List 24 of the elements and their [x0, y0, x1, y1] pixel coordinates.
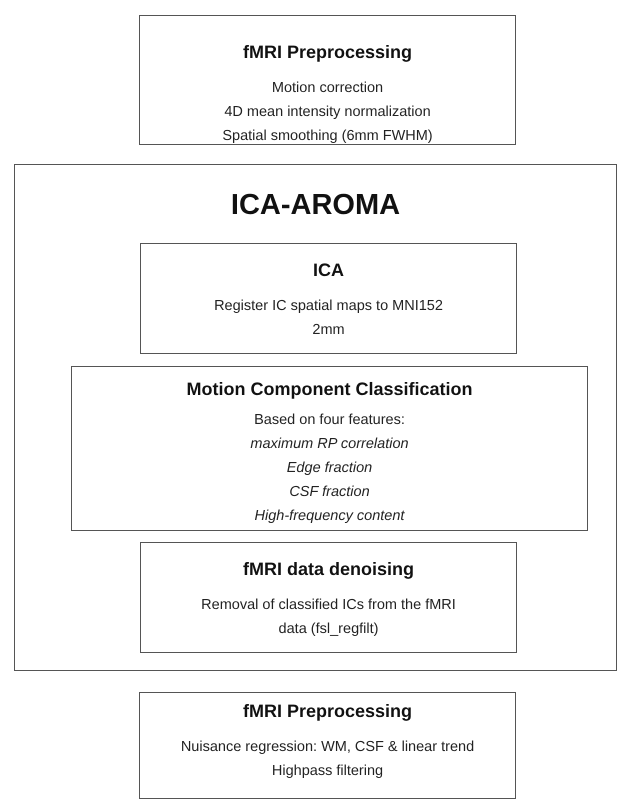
box-heading: fMRI Preprocessing	[242, 701, 414, 722]
box-text: Removal of classified ICs from the fMRI data (fsl_regfilt)	[200, 596, 457, 639]
process-box	[139, 692, 516, 799]
process-box	[139, 15, 516, 145]
box-text: Spatial smoothing (6mm FWHM)	[221, 127, 434, 146]
box-text: maximum RP correlation	[249, 435, 410, 454]
process-box	[140, 243, 517, 354]
box-text: Nuisance regression: WM, CSF & linear trend	[180, 738, 476, 757]
box-text: 4D mean intensity normalization	[223, 103, 432, 122]
box-text: Highpass filtering	[270, 762, 384, 781]
box-heading: Motion Component Classification	[186, 379, 474, 400]
box-text: High-frequency content	[254, 507, 406, 526]
box-text: CSF fraction	[288, 483, 371, 502]
process-box	[140, 542, 517, 653]
box-heading: ICA-AROMA	[230, 189, 402, 222]
box-heading: fMRI data denoising	[242, 559, 415, 580]
box-text: Edge fraction	[286, 459, 374, 478]
box-text: Motion correction	[270, 79, 384, 98]
box-text: Based on four features:	[253, 411, 406, 430]
box-text: Register IC spatial maps to MNI152 2mm	[213, 297, 444, 340]
box-heading: ICA	[312, 260, 345, 281]
group-box	[14, 164, 617, 671]
box-heading: fMRI Preprocessing	[242, 42, 414, 63]
process-box	[71, 366, 588, 531]
